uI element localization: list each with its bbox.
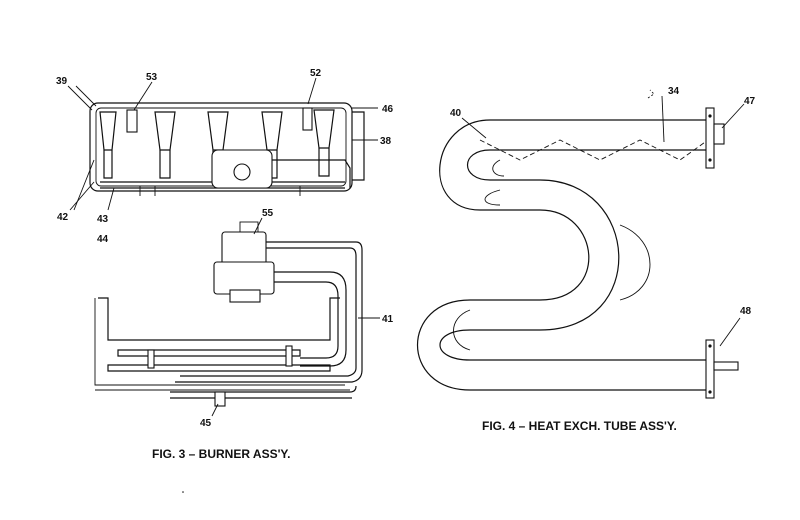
part-52-sensor [302,107,313,131]
callout-45: 45 [200,418,212,429]
callout-47: 47 [744,96,756,107]
fig4-leader-lines [461,89,745,347]
burner-assembly-drawing [89,102,365,407]
part-53-igniter [126,109,138,133]
fig3-leader-lines [67,77,380,417]
callout-43: 43 [97,214,109,225]
callout-41: 41 [382,314,394,325]
callout-53: 53 [146,72,158,83]
callout-48: 48 [740,306,752,317]
callout-55: 55 [262,208,274,219]
callout-numbers: 39 53 52 46 38 42 43 44 55 41 45 40 34 4… [56,68,756,429]
fig4-caption: FIG. 4 – HEAT EXCH. TUBE ASS'Y. [482,419,677,433]
callout-34: 34 [668,86,680,97]
callout-46: 46 [382,104,394,115]
callout-38: 38 [380,136,392,147]
heat-exchanger-drawing [416,107,739,399]
fig3-caption: FIG. 3 – BURNER ASS'Y. [152,447,290,461]
part-45-fitting [214,391,226,407]
part-48-flange [705,339,715,399]
callout-42: 42 [57,212,69,223]
callout-52: 52 [310,68,322,79]
callout-39: 39 [56,76,68,87]
callout-40: 40 [450,108,462,119]
part-55-gas-valve [213,221,275,303]
callout-44: 44 [97,234,109,245]
